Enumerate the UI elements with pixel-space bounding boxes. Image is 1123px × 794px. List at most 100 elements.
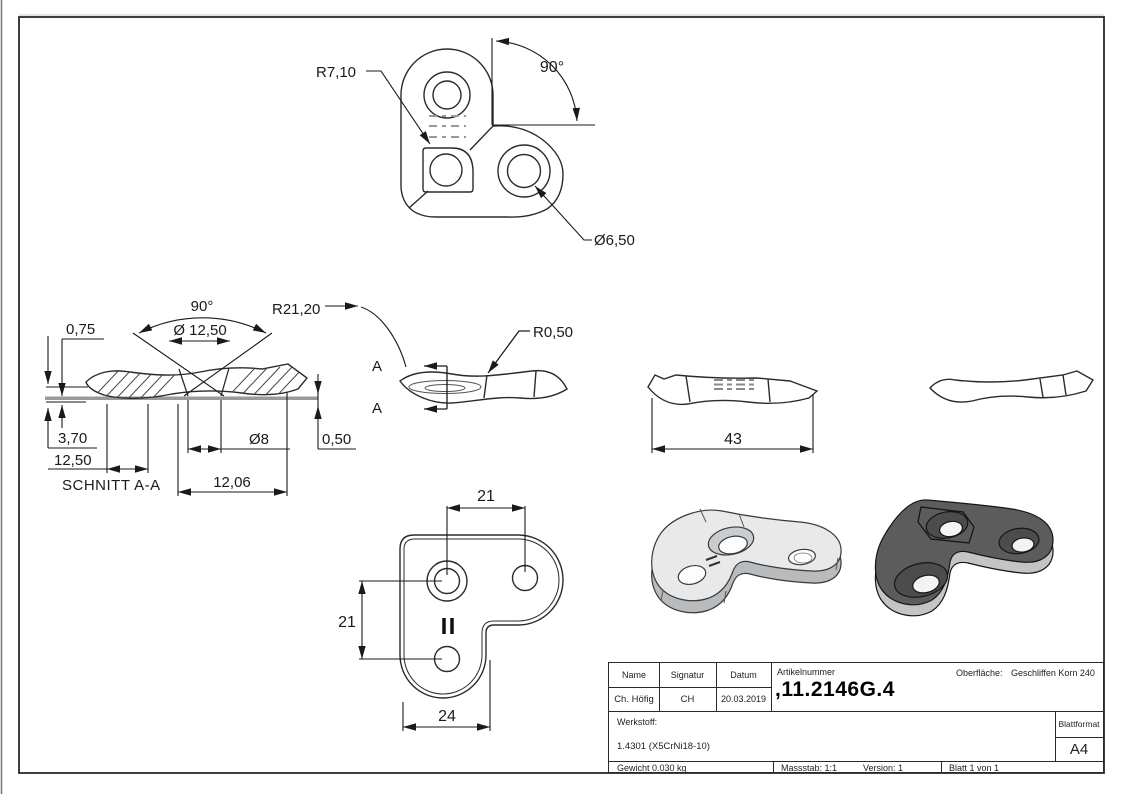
cone-line-left — [132, 332, 225, 397]
right-hole-countersink — [497, 144, 551, 198]
section-dimensions — [44, 302, 407, 496]
right-seam-1 — [1039, 378, 1044, 398]
side-seam-1 — [483, 374, 488, 399]
surface-value: Geschliffen Korn 240 — [1011, 668, 1095, 678]
side-recess-inner — [424, 384, 466, 392]
iso-light-seams — [660, 508, 839, 604]
dim-spacing-h: 21 — [477, 488, 495, 505]
cutting-plane-indicator — [424, 330, 530, 413]
dim-length: 43 — [724, 431, 742, 448]
front-plate-outline — [647, 374, 819, 406]
material-value: 1.4301 (X5CrNi18-10) — [617, 741, 710, 752]
section-view — [45, 363, 318, 400]
side-seam-2 — [533, 370, 537, 398]
iso-light-right-bore — [793, 552, 813, 564]
dim-top-radius: R7,10 — [316, 64, 356, 81]
iso-dark-bore-1 — [939, 520, 963, 538]
tbl-hline-4 — [1055, 737, 1103, 738]
bottom-outline-outer — [399, 534, 564, 699]
right-hole-bore — [506, 153, 542, 189]
article-number: ,11.2146G.4 — [775, 678, 895, 701]
top-view-hidden-lines — [429, 115, 466, 138]
side-view-section — [399, 369, 568, 404]
dim-edge-radius: R0,50 — [533, 324, 573, 341]
signature-label: Signatur — [670, 670, 705, 680]
front-view — [647, 374, 819, 406]
cone-line-right — [183, 332, 273, 397]
front-seam-1 — [685, 375, 691, 403]
edge-radius-leader — [487, 330, 530, 374]
right-seam-2 — [1062, 374, 1067, 396]
sheet-value: Blatt 1 von 1 — [949, 763, 1000, 773]
iso-light-parallel-mark — [705, 555, 721, 567]
bottom-outline-inner — [403, 538, 560, 695]
top-hole-bore — [432, 80, 462, 110]
dim-offset-left: 12,50 — [54, 452, 92, 469]
format-value: A4 — [1069, 740, 1089, 758]
cut-letter-top: A — [372, 358, 382, 375]
top-view-corner-diagonal-1 — [469, 125, 494, 151]
side-plate-outline — [399, 369, 568, 404]
dim-radius: R21,20 — [272, 301, 320, 318]
tbl-vline-3 — [771, 663, 772, 711]
dim-lip: 0,75 — [66, 321, 95, 338]
cut-letter-bottom: A — [372, 400, 382, 417]
weight-value: Gewicht 0.030 kg — [617, 763, 687, 773]
date-value: 20.03.2019 — [720, 694, 767, 704]
angle-dim-arc — [495, 37, 580, 122]
tbl-hline-1 — [609, 687, 771, 688]
iso-light-left-hole — [677, 564, 707, 586]
tbl-vline-5 — [773, 761, 774, 773]
top-view-corner-diagonal-2 — [408, 190, 429, 209]
signature-value: CH — [680, 693, 695, 705]
dim-csk-dia: Ø 12,50 — [173, 322, 226, 339]
front-view-dimensions — [651, 395, 814, 453]
scale-value: Massstab: 1:1 — [781, 763, 838, 773]
format-label: Blattformat — [1058, 719, 1100, 729]
top-view-dimensions — [366, 37, 595, 241]
side-view-right — [929, 370, 1094, 403]
section-title: SCHNITT A-A — [62, 477, 161, 494]
article-label: Artikelnummer — [777, 667, 836, 677]
parallel-symbol — [442, 618, 454, 634]
tbl-vline-4 — [1055, 711, 1056, 761]
tbl-vline-6 — [941, 761, 942, 773]
hole-dia-leader — [534, 185, 592, 241]
side-recess-outer — [408, 380, 482, 394]
radius-leader — [366, 70, 431, 145]
dim-hole-dia: Ø8 — [249, 431, 269, 448]
section-countersink-edges — [178, 367, 230, 397]
iso-dark-bore-3 — [912, 574, 940, 594]
dim-top-hole-dia: Ø6,50 — [594, 232, 635, 249]
surface-label: Oberfläche: — [956, 668, 1003, 678]
iso-dark-pocket-outline — [917, 506, 975, 544]
right-plate-outline — [929, 370, 1094, 403]
section-plate-outline — [85, 363, 309, 399]
title-block: Name Signatur Datum Ch. Höfig CH 20.03.2… — [608, 662, 1104, 773]
dim-hole-pos: 12,06 — [213, 474, 251, 491]
section-datum-bar — [45, 396, 318, 400]
top-hole-countersink — [423, 71, 471, 119]
tbl-hline-3 — [609, 761, 1103, 762]
dim-thickness: 3,70 — [58, 430, 87, 447]
frame-border — [18, 16, 1105, 774]
center-hole-bore — [429, 153, 463, 187]
name-value: Ch. Höfig — [614, 693, 654, 705]
date-label: Datum — [730, 670, 757, 680]
top-view-outline — [400, 48, 564, 218]
name-label: Name — [621, 670, 646, 680]
front-seam-2 — [767, 378, 771, 403]
dim-spacing-v: 21 — [338, 614, 356, 631]
iso-view-bottom — [874, 499, 1054, 617]
dim-step: 0,50 — [322, 431, 351, 448]
version-value: Version: 1 — [863, 763, 904, 773]
iso-light-csk-bore — [718, 535, 748, 555]
iso-dark-bore-2 — [1011, 537, 1035, 553]
top-view — [400, 48, 564, 218]
iso-view-top — [651, 508, 842, 614]
tbl-hline-2 — [609, 711, 1103, 712]
radius-leader-arc — [360, 306, 407, 368]
dim-width: 24 — [438, 708, 456, 725]
